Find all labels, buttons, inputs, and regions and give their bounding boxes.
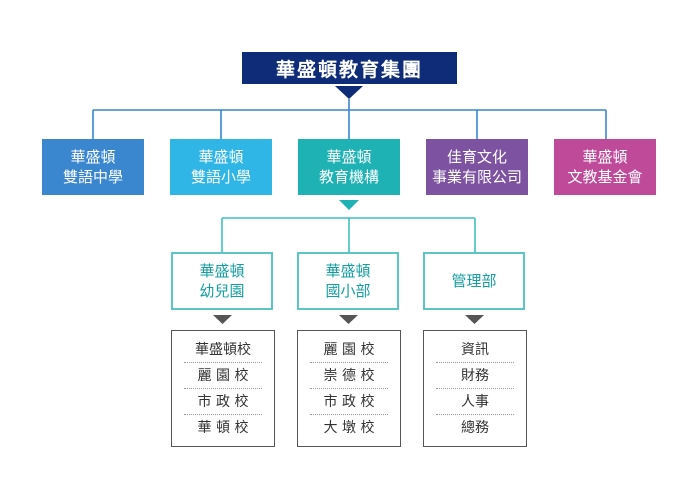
node-label-line2: 教育機構: [318, 168, 379, 186]
list-item: 市 政 校: [184, 389, 262, 415]
node-label-line2: 雙語小學: [190, 168, 251, 186]
node-kindergarten: 華盛頓 幼兒園: [171, 252, 273, 310]
list-item: 大 墩 校: [323, 420, 375, 436]
root-label: 華盛頓教育集團: [275, 58, 423, 81]
node-label-line2: 國小部: [325, 282, 371, 300]
node-education-institution: 華盛頓 教育機構: [298, 139, 400, 195]
root-arrow-icon: [335, 86, 363, 99]
node-label-line1: 華盛頓: [582, 148, 628, 166]
list-arrow-icon: [465, 315, 484, 324]
node-label-line1: 華盛頓: [199, 262, 245, 280]
node-management: 管理部: [423, 252, 525, 310]
node-foundation: 華盛頓 文教基金會: [554, 139, 656, 195]
list-item: 總務: [461, 420, 489, 436]
node-label-line2: 雙語中學: [62, 168, 123, 186]
node-label-line1: 華盛頓: [70, 148, 116, 166]
list-item: 人事: [436, 389, 514, 415]
node-label-line2: 幼兒園: [199, 282, 245, 300]
list-arrow-icon: [339, 315, 358, 324]
list-item: 財務: [436, 363, 514, 389]
campus-list-elementary: 麗 園 校 崇 德 校 市 政 校 大 墩 校: [297, 330, 401, 447]
level2-connector: [221, 217, 476, 252]
node-label-line1: 佳育文化: [446, 148, 507, 166]
node-label-line1: 管理部: [451, 272, 497, 290]
list-item: 市 政 校: [310, 389, 388, 415]
list-item: 華 頓 校: [197, 420, 249, 436]
level1-connector: [92, 99, 607, 139]
list-item: 麗 園 校: [310, 337, 388, 363]
list-item: 華盛頓校: [184, 337, 262, 363]
node-elementary-division: 華盛頓 國小部: [297, 252, 399, 310]
list-item: 麗 園 校: [184, 363, 262, 389]
node-label-line1: 華盛頓: [198, 148, 244, 166]
node-culture-company: 佳育文化 事業有限公司: [426, 139, 528, 195]
campus-list-kindergarten: 華盛頓校 麗 園 校 市 政 校 華 頓 校: [171, 330, 275, 447]
level1-arrow-icon: [339, 200, 359, 210]
node-label-line1: 華盛頓: [325, 262, 371, 280]
node-label-line2: 文教基金會: [567, 168, 643, 186]
list-item: 崇 德 校: [310, 363, 388, 389]
node-bilingual-high-school: 華盛頓 雙語中學: [42, 139, 144, 195]
node-bilingual-elementary: 華盛頓 雙語小學: [170, 139, 272, 195]
node-label-line2: 事業有限公司: [431, 168, 522, 186]
root-node: 華盛頓教育集團: [242, 52, 457, 84]
list-arrow-icon: [213, 315, 232, 324]
node-label-line1: 華盛頓: [326, 148, 372, 166]
department-list-management: 資訊 財務 人事 總務: [423, 330, 527, 447]
list-item: 資訊: [436, 337, 514, 363]
